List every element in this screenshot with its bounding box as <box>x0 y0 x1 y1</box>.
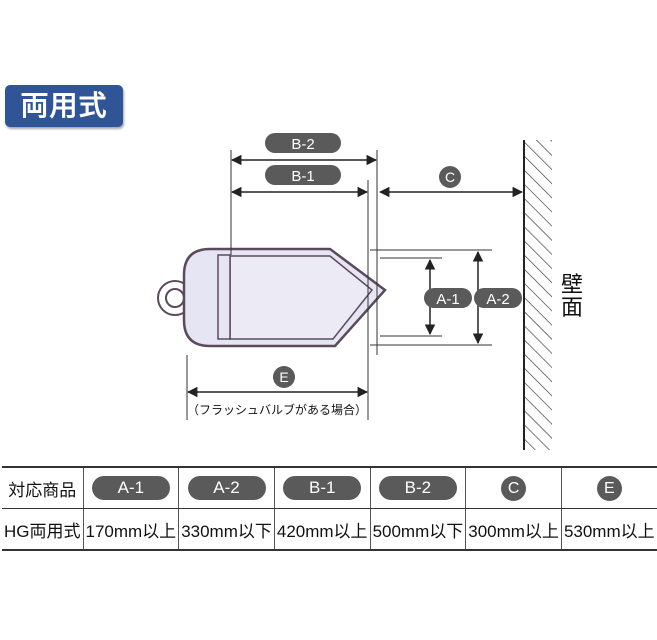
table-cell: 500mm以下 <box>369 508 467 551</box>
column-header: A-1 <box>82 466 180 509</box>
row-label: HG両用式 <box>2 508 84 551</box>
wall-label-bottom: 面 <box>561 296 583 321</box>
wall <box>523 140 552 450</box>
svg-text:B-1: B-1 <box>291 168 314 185</box>
column-header: C <box>465 466 562 509</box>
installation-diagram: 壁 面 B-2 B-1 C <box>157 133 583 450</box>
svg-text:B-2: B-2 <box>291 136 314 153</box>
spec-table: 対応商品 A-1 A-2 B-1 B-2 C E HG両用式 170mm以上 3… <box>2 466 657 551</box>
label-a1: A-1 <box>424 288 472 308</box>
label-b1: B-1 <box>265 165 341 185</box>
table-cell: 330mm以下 <box>178 508 275 551</box>
table-cell: 420mm以上 <box>273 508 371 551</box>
svg-text:A-2: A-2 <box>486 291 509 308</box>
e-note: （フラッシュバルブがある場合） <box>187 402 367 417</box>
svg-text:E: E <box>279 369 288 385</box>
label-c: C <box>439 166 461 188</box>
table-cell: 300mm以上 <box>465 508 562 551</box>
table-cell: 530mm以上 <box>560 508 657 551</box>
table-row: HG両用式 170mm以上 330mm以下 420mm以上 500mm以下 30… <box>2 508 657 551</box>
column-header: A-2 <box>178 466 275 509</box>
column-header: B-2 <box>369 466 467 509</box>
svg-text:A-1: A-1 <box>436 291 459 308</box>
svg-text:C: C <box>445 169 455 185</box>
table-header-row: 対応商品 A-1 A-2 B-1 B-2 C E <box>2 466 657 509</box>
label-a2: A-2 <box>474 288 522 308</box>
table-header-label: 対応商品 <box>2 466 84 509</box>
column-header: E <box>560 466 657 509</box>
label-b2: B-2 <box>265 133 341 153</box>
column-header: B-1 <box>273 466 371 509</box>
section-title: 両用式 <box>5 85 123 127</box>
table-cell: 170mm以上 <box>82 508 180 551</box>
wall-label-top: 壁 <box>561 273 583 298</box>
tank-illustration <box>157 247 387 348</box>
label-e: E <box>273 366 295 388</box>
